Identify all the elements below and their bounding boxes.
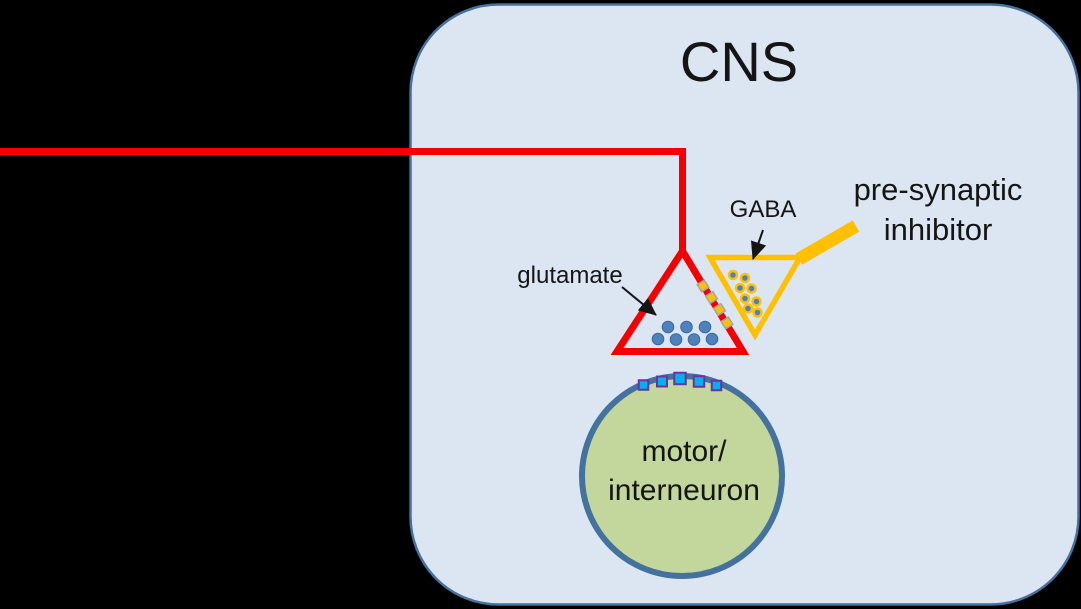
glutamate-arrow — [621, 286, 657, 316]
gaba-vesicle — [739, 272, 751, 284]
gaba-vesicle — [751, 296, 762, 307]
gaba-label: GABA — [729, 196, 797, 224]
glutamate-vesicle — [680, 320, 693, 334]
gaba-vesicle — [734, 282, 746, 294]
glutamate-vesicle — [669, 333, 683, 346]
blocked-site — [712, 302, 727, 317]
receptor-group — [637, 371, 723, 392]
glutamate-vesicle — [687, 333, 701, 346]
blocked-site — [704, 290, 719, 305]
receptor — [673, 371, 687, 386]
gaba-vesicle-group — [727, 269, 763, 318]
blocked-site — [696, 279, 710, 293]
gaba-vesicle — [746, 283, 757, 294]
motor-interneuron-line1: motor/ — [641, 435, 727, 468]
receptor — [692, 375, 706, 388]
receptor — [637, 379, 650, 391]
glutamate-vesicle — [661, 320, 675, 334]
inhibitor-axon — [795, 220, 860, 265]
motor-interneuron-line2: interneuron — [608, 474, 760, 507]
presynaptic-inhibitor-line2: inhibitor — [883, 212, 993, 247]
blocked-site-group — [696, 279, 734, 330]
glutamate-label: glutamate — [517, 262, 623, 290]
gaba-arrow — [750, 229, 767, 260]
presynaptic-inhibitor-line1: pre-synaptic — [853, 172, 1023, 207]
glutamate-vesicle — [705, 332, 719, 346]
gaba-vesicle — [742, 303, 754, 314]
receptor — [656, 375, 668, 388]
gaba-vesicle — [739, 293, 751, 304]
blocked-site — [720, 316, 734, 330]
motor-interneuron-label: motor/ interneuron — [608, 432, 760, 510]
gaba-vesicle — [752, 307, 763, 318]
glutamate-vesicle-group — [651, 320, 719, 346]
glutamate-vesicle — [651, 332, 665, 346]
excitatory-axon — [0, 148, 686, 254]
cns-label: CNS — [679, 29, 799, 93]
presynaptic-inhibitor-label: pre-synaptic inhibitor — [854, 170, 1023, 250]
receptor — [710, 379, 723, 392]
gaba-vesicle — [727, 269, 739, 281]
glutamate-vesicle — [698, 320, 712, 334]
